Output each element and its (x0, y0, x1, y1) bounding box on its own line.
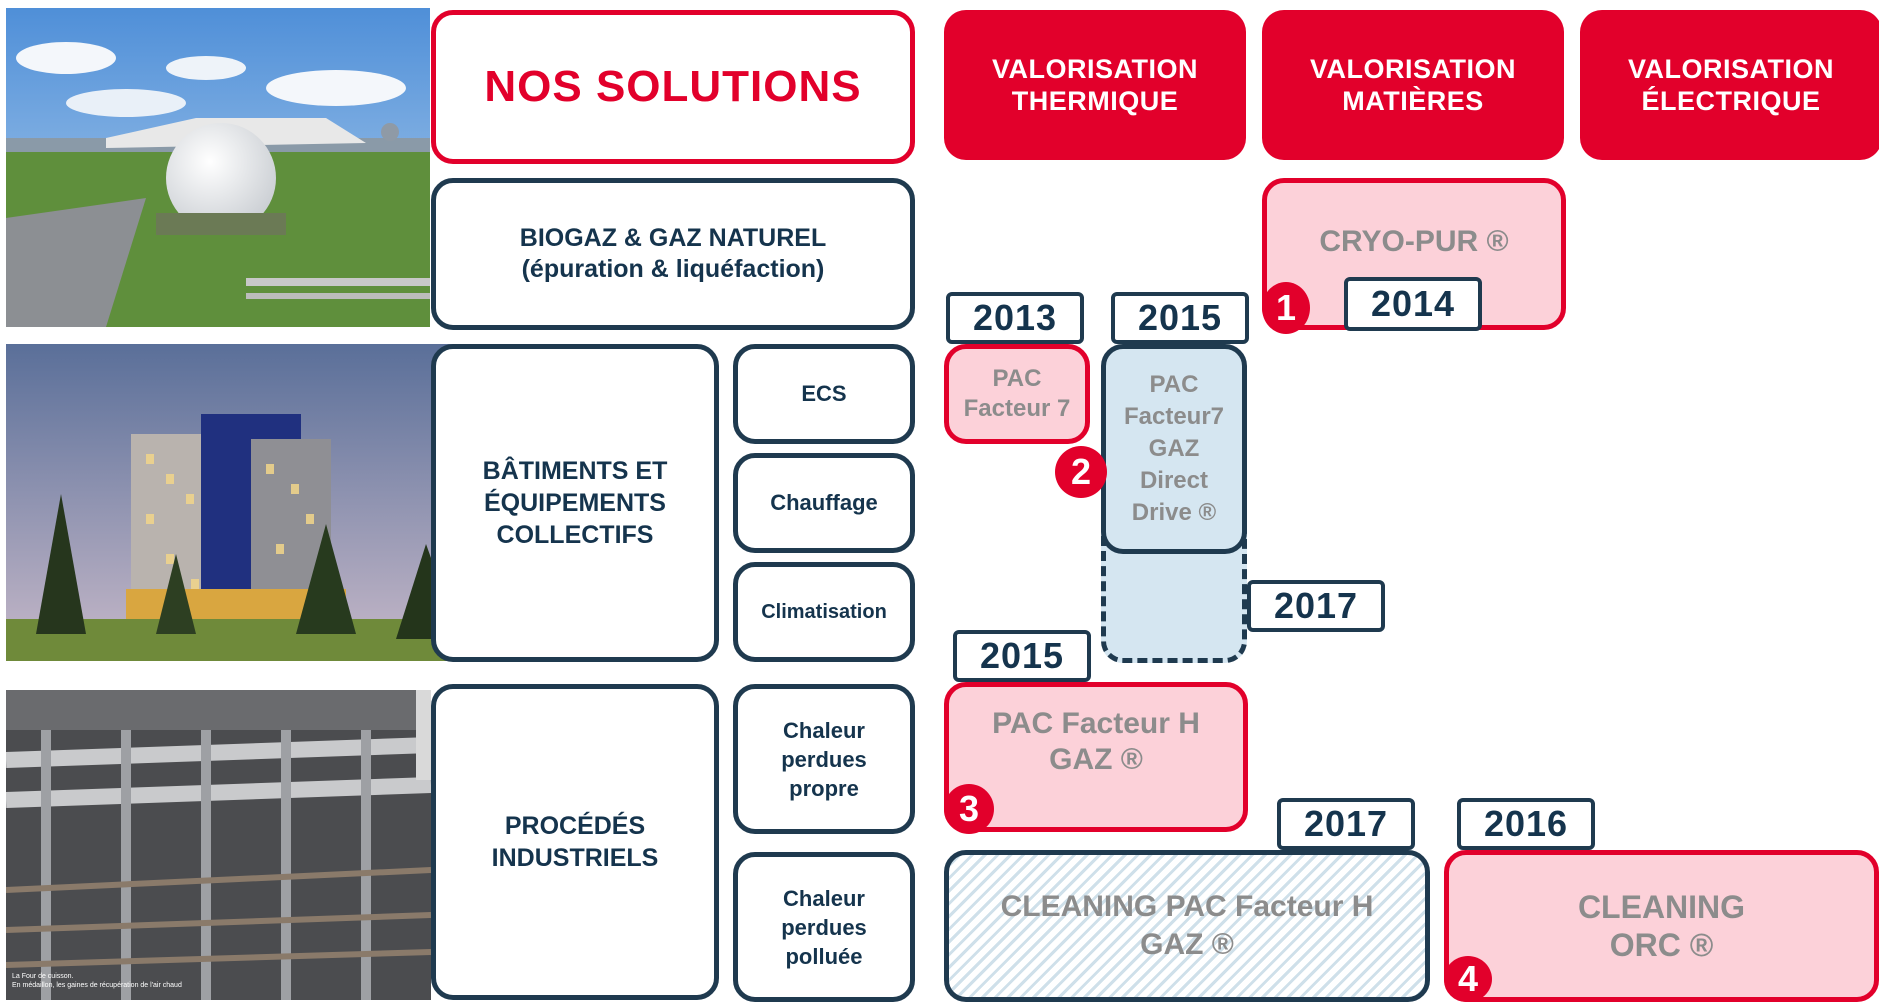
number-badge-1: 1 (1262, 282, 1310, 334)
number-badge-2: 2 (1055, 446, 1107, 498)
year-badge-extension: 2017 (1247, 580, 1385, 632)
photo-caption-line2: En médaillon, les gaines de récupération… (12, 982, 182, 989)
category-biogaz: BIOGAZ & GAZ NATUREL(épuration & liquéfa… (431, 178, 915, 330)
biogas-plant-photo (6, 8, 430, 327)
page-title: NOS SOLUTIONS (484, 62, 862, 111)
photo-caption-line1: La Four de cuisson. (12, 973, 74, 980)
year-badge-pac7gaz: 2015 (1111, 292, 1249, 344)
subcategory-chauffage: Chauffage (733, 453, 915, 553)
subcategory-climatisation: Climatisation (733, 562, 915, 662)
year-badge-cryopur: 2014 (1344, 277, 1482, 331)
hotel-building-photo (6, 344, 460, 661)
year-badge-cleaning-pac: 2017 (1277, 798, 1415, 850)
year-badge-cleaning-orc: 2016 (1457, 798, 1595, 850)
subcategory-ecs: ECS (733, 344, 915, 444)
title-box: NOS SOLUTIONS (431, 10, 915, 164)
number-badge-3: 3 (944, 784, 994, 834)
number-badge-4: 4 (1444, 956, 1492, 1002)
year-badge-pac7: 2013 (946, 292, 1084, 344)
industrial-pipes-photo: La Four de cuisson. En médaillon, les ga… (6, 690, 431, 1000)
year-badge-pach: 2015 (953, 630, 1091, 682)
